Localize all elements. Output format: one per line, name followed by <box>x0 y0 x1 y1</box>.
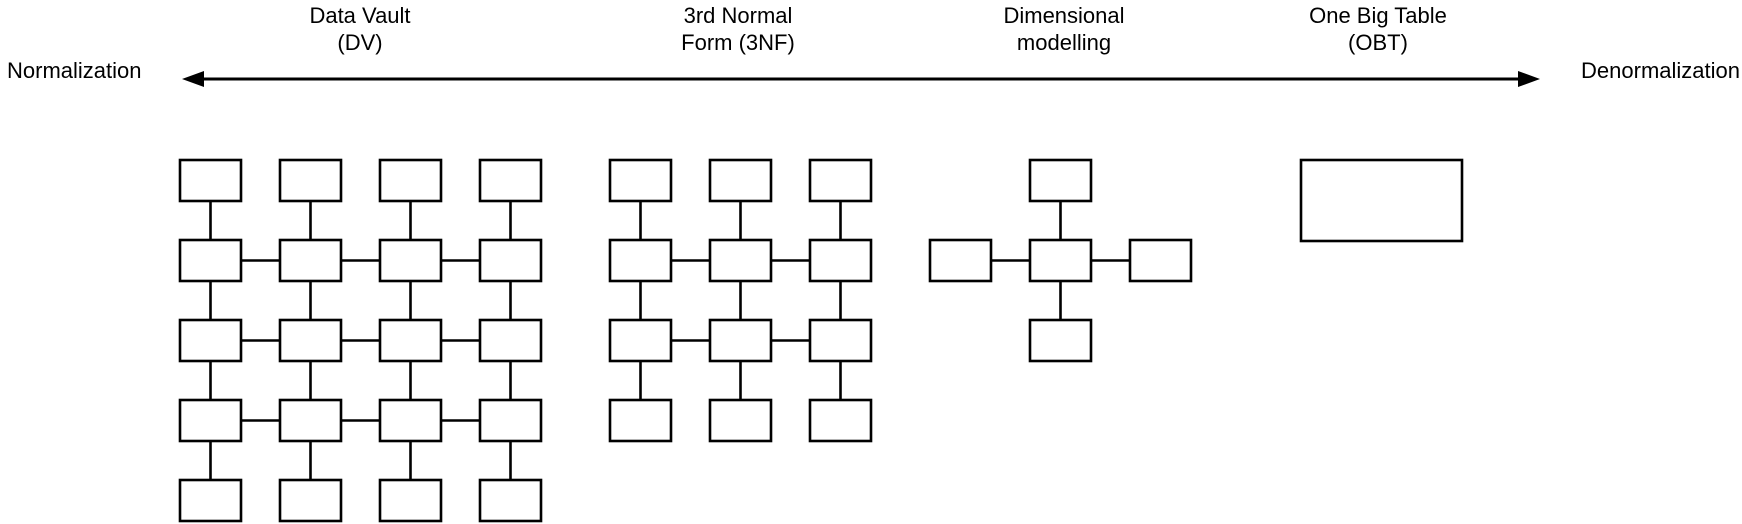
label-line: 3rd Normal <box>683 3 793 28</box>
data-vault-schema-box <box>278 318 343 363</box>
arrow-head-left <box>182 71 204 87</box>
data-vault-schema-box <box>178 238 243 283</box>
data-vault-schema-box <box>478 318 543 363</box>
data-vault-schema-box <box>278 238 343 283</box>
data-vault-schema-box <box>478 238 543 283</box>
label-data-vault: Data Vault (DV) <box>309 2 410 56</box>
dimensional-star-schema-box <box>1028 158 1093 203</box>
label-normalization: Normalization <box>7 58 142 83</box>
data-vault-schema-box <box>378 318 443 363</box>
data-vault-schema-box <box>378 238 443 283</box>
data-vault-schema-box <box>378 478 443 523</box>
third-normal-form-schema-box <box>708 158 773 203</box>
label-line: Data Vault <box>309 3 411 28</box>
dimensional-star-schema-box <box>1128 238 1193 283</box>
third-normal-form-schema-box <box>608 158 673 203</box>
label-denormalization: Denormalization <box>1581 58 1740 83</box>
third-normal-form-schema-box <box>708 318 773 363</box>
dimensional-star-schema-box <box>1028 318 1093 363</box>
third-normal-form-schema-box <box>808 398 873 443</box>
label-one-big-table: One Big Table (OBT) <box>1309 2 1447 56</box>
label-line: (OBT) <box>1348 30 1408 55</box>
data-vault-schema-box <box>178 398 243 443</box>
label-dimensional-modelling: Dimensional modelling <box>1003 2 1124 56</box>
data-vault-schema-box <box>178 158 243 203</box>
third-normal-form-schema-box <box>808 158 873 203</box>
data-vault-schema-box <box>278 478 343 523</box>
third-normal-form-schema-box <box>808 318 873 363</box>
one-big-table-schema-box <box>1299 158 1464 243</box>
label-line: (DV) <box>337 30 383 55</box>
arrow-head-right <box>1518 71 1540 87</box>
data-vault-schema-box <box>278 398 343 443</box>
label-line: Form (3NF) <box>681 30 795 55</box>
third-normal-form-schema-box <box>608 318 673 363</box>
data-vault-schema-box <box>178 318 243 363</box>
third-normal-form-schema-box <box>608 238 673 283</box>
third-normal-form-schema-box <box>608 398 673 443</box>
label-third-normal-form: 3rd Normal Form (3NF) <box>681 2 795 56</box>
data-vault-schema-box <box>278 158 343 203</box>
data-vault-schema-box <box>478 478 543 523</box>
data-vault-schema-box <box>378 158 443 203</box>
label-line: modelling <box>1016 30 1112 55</box>
label-line: One Big Table <box>1309 3 1447 28</box>
third-normal-form-schema-box <box>708 398 773 443</box>
label-line: Dimensional <box>1003 3 1125 28</box>
data-vault-schema-box <box>478 398 543 443</box>
data-vault-schema-box <box>178 478 243 523</box>
dimensional-star-schema-box <box>928 238 993 283</box>
data-vault-schema-box <box>478 158 543 203</box>
dimensional-star-schema-box <box>1028 238 1093 283</box>
third-normal-form-schema-box <box>808 238 873 283</box>
third-normal-form-schema-box <box>708 238 773 283</box>
data-vault-schema-box <box>378 398 443 443</box>
